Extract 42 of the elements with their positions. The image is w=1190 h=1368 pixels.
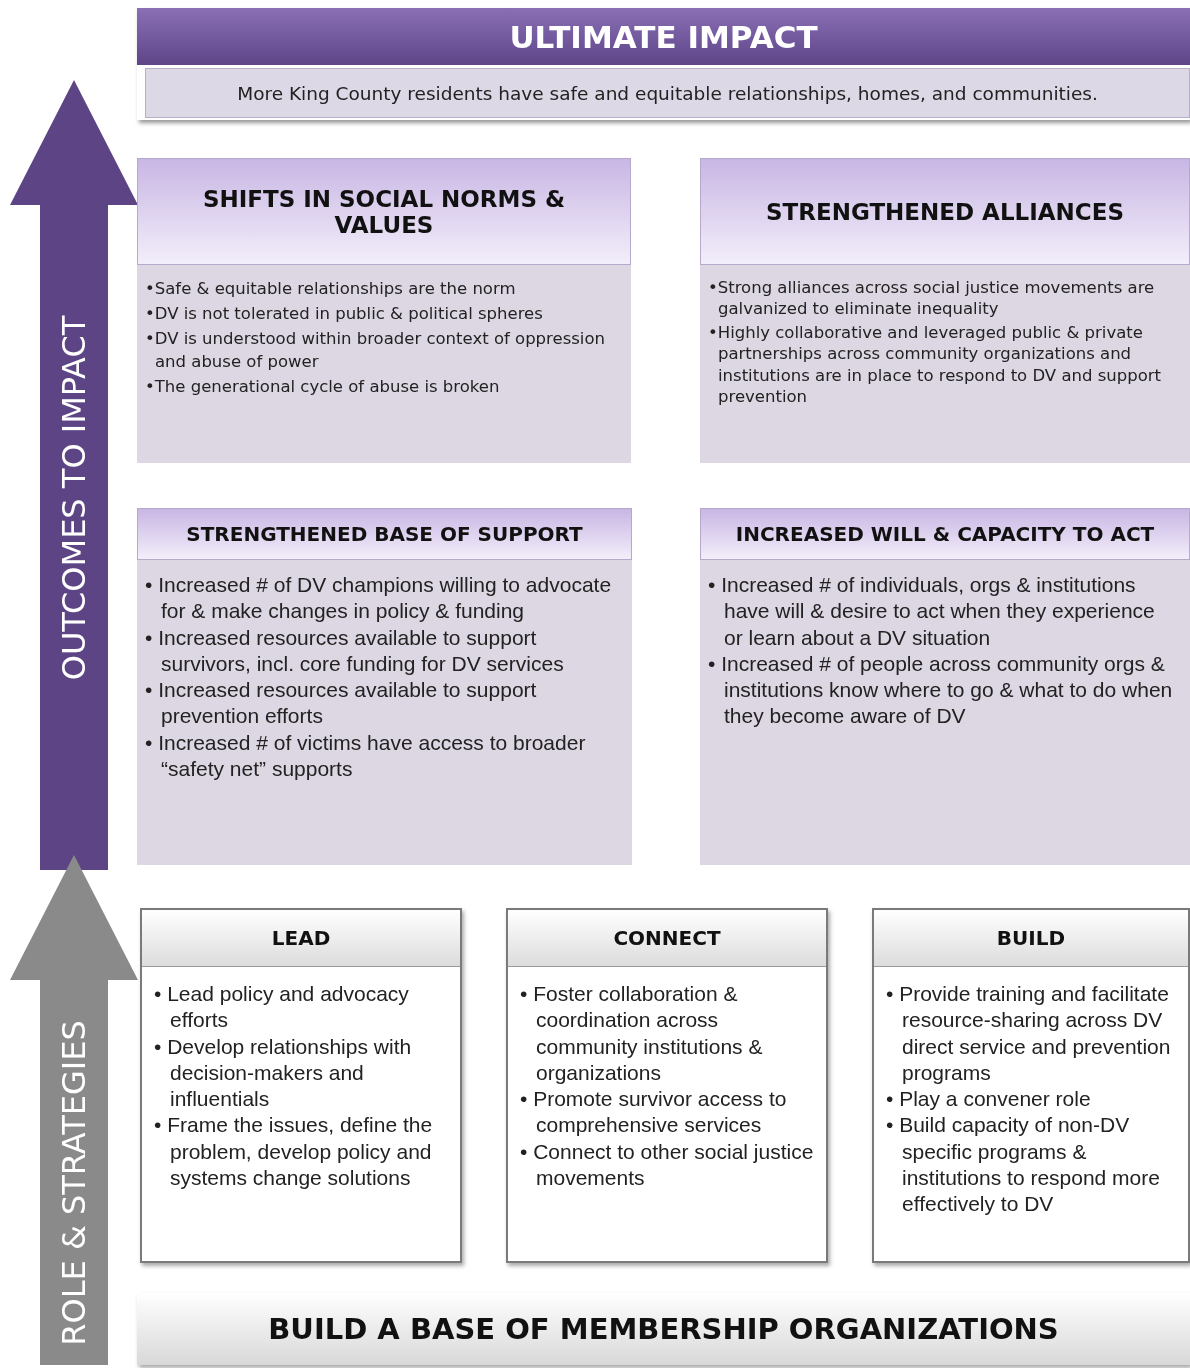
bullet-text: • Connect to other social justice movements xyxy=(520,1138,815,1191)
strategy-card xyxy=(140,908,462,1263)
arrow-label: ROLE & STRATEGIES xyxy=(55,1019,93,1346)
bullet-text: • Provide training and facilitate resource-sharing across DV direct service and prevention programs xyxy=(886,981,1172,1086)
foundation-banner xyxy=(137,1293,1190,1365)
bullet-text: • Increased # of people across community orgs & institutions know where to go & what to do when they become aware of DV xyxy=(708,650,1174,730)
card-heading: SHIFTS IN SOCIAL NORMS & VALUES xyxy=(137,158,631,265)
bullet-text: •Highly collaborative and leveraged public & private partnerships across community organizations and institutions are in place to respond to DV and support prevention xyxy=(708,321,1163,408)
bullet-text: • Increased # of individuals, orgs & institutions have will & desire to act when they experience or learn about a DV situation xyxy=(708,572,1156,651)
bullet-text: • Increased # of DV champions willing to advocate for & make changes in policy & funding xyxy=(145,572,613,625)
card-heading: LEAD xyxy=(142,910,460,967)
outcome-card xyxy=(137,508,632,865)
strategy-card xyxy=(506,908,828,1263)
outcome-card xyxy=(137,158,631,463)
bullet-text: • Promote survivor access to comprehensive services xyxy=(520,1086,788,1139)
bullet-text: • Increased resources available to support prevention efforts xyxy=(145,677,538,730)
bullet-text: •DV is understood within broader context of oppression and abuse of power xyxy=(145,328,606,374)
outcome-card xyxy=(700,158,1190,463)
bullet-text: • Increased # of victims have access to broader “safety net” supports xyxy=(145,729,587,782)
arrow-label: OUTCOMES TO IMPACT xyxy=(55,315,93,680)
bullet-text: •Safe & equitable relationships are the norm xyxy=(145,278,517,300)
bullet-text: • Foster collaboration & coordination across community institutions & organizations xyxy=(520,981,764,1086)
bullet-text: •The generational cycle of abuse is broken xyxy=(145,376,501,399)
impact-statement: More King County residents have safe and equitable relationships, homes, and communities. xyxy=(145,68,1190,118)
card-heading: STRENGTHENED BASE OF SUPPORT xyxy=(137,508,632,560)
bullet-text: •DV is not tolerated in public & political spheres xyxy=(145,303,544,326)
bullet-text: • Play a convener role xyxy=(886,1086,1092,1112)
bullet-text: •Strong alliances across social justice movements are galvanized to eliminate inequality xyxy=(708,277,1156,320)
outcome-card xyxy=(700,508,1190,865)
strategy-card xyxy=(872,908,1190,1263)
card-heading: BUILD xyxy=(874,910,1188,967)
bullet-text: • Develop relationships with decision-makers and influentials xyxy=(154,1033,413,1112)
impact-panel xyxy=(137,8,1190,120)
card-heading: STRENGTHENED ALLIANCES xyxy=(700,158,1190,265)
card-heading: INCREASED WILL & CAPACITY TO ACT xyxy=(700,508,1190,560)
bullet-text: • Frame the issues, define the problem, develop policy and systems change solutions xyxy=(154,1112,434,1191)
bullet-text: • Build capacity of non-DV specific programs & institutions to respond more effectively to DV xyxy=(886,1112,1161,1217)
bullet-text: • Lead policy and advocacy efforts xyxy=(154,981,410,1034)
panel-heading: ULTIMATE IMPACT xyxy=(137,8,1190,65)
banner-title: BUILD A BASE OF MEMBERSHIP ORGANIZATIONS xyxy=(268,1312,1059,1346)
card-heading: CONNECT xyxy=(508,910,826,967)
bullet-text: • Increased resources available to support survivors, incl. core funding for DV services xyxy=(145,624,565,677)
